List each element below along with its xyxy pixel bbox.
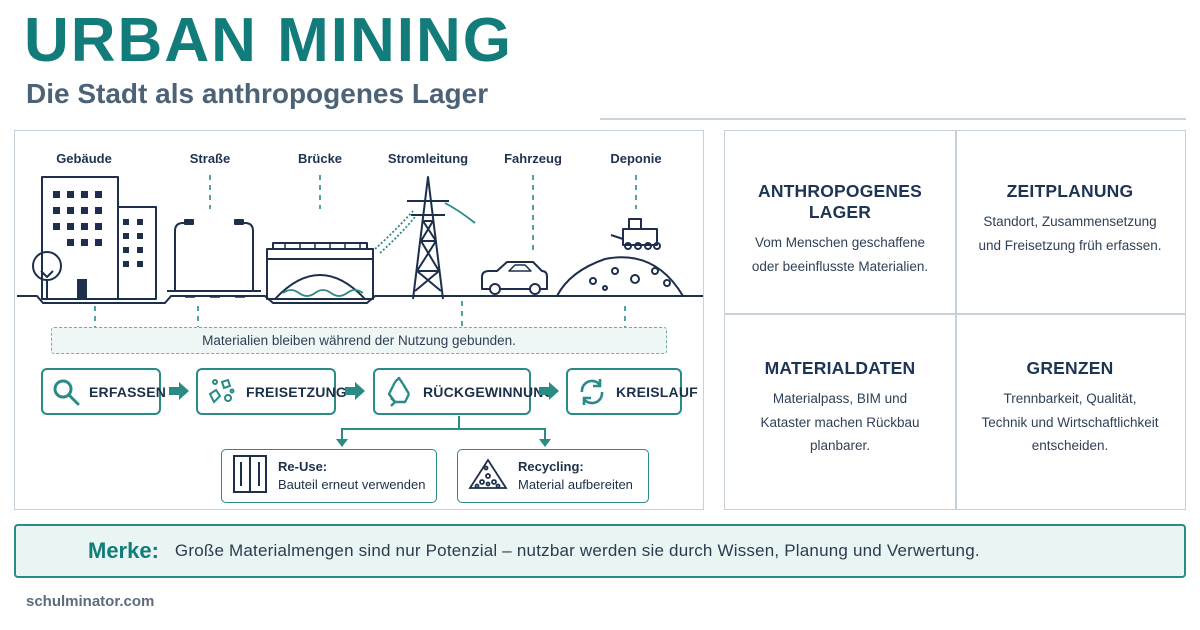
site-label-fahrzeug: Fahrzeug [504, 151, 562, 166]
recycle-icon [383, 376, 415, 408]
merke-text: Große Materialmengen sind nur Potenzial … [174, 541, 980, 560]
arrow-right-icon [345, 382, 365, 400]
city-scene-illustration [17, 175, 703, 327]
step-label: FREISETZUNG [246, 383, 347, 400]
concept-body: Trennbarkeit, Qualität, Technik und Wirt… [981, 391, 1159, 454]
concept-heading: ZEITPLANUNG [1006, 181, 1134, 201]
recycling-title: Recycling: [518, 459, 584, 475]
merke-label: Merke: [88, 538, 159, 563]
site-label-strasse: Straße [189, 151, 231, 166]
concept-heading: ANTHROPOGENES LAGER [757, 181, 922, 222]
site-label-bruecke: Brücke [297, 151, 343, 166]
recycling-pile-icon [468, 456, 508, 497]
step-label: KREISLAUF [616, 383, 698, 400]
outcome-recycling: Recycling: Material aufbereiten [457, 449, 649, 503]
concept-body: Materialpass, BIM und Kataster machen Rü… [760, 391, 920, 454]
step-freisetzung: FREISETZUNG [196, 368, 347, 415]
concept-heading: MATERIALDATEN [764, 358, 916, 378]
street-icon [167, 219, 261, 298]
landfill-icon [556, 218, 684, 297]
car-icon [481, 261, 548, 295]
reuse-title: Re-Use: [278, 459, 328, 475]
concepts-panel: ANTHROPOGENES LAGER Vom Menschen geschaf… [724, 130, 1186, 510]
recycling-text: Material aufbereiten [518, 477, 633, 492]
step-rueckgewinnung: RÜCKGEWINNUNG [373, 368, 555, 415]
step-kreislauf: KREISLAUF [566, 368, 698, 415]
concept-body: Vom Menschen geschaffene oder beeinfluss… [751, 235, 929, 274]
arrow-right-icon [169, 382, 189, 400]
power-pylon-icon [407, 176, 449, 300]
magnifier-icon [51, 376, 81, 408]
arrow-right-icon [539, 382, 559, 400]
grid-divider-vertical [955, 131, 957, 509]
branch-connector [336, 416, 551, 447]
concept-body: Standort, Zusammensetzung und Freisetzun… [978, 214, 1162, 253]
cycle-icon [576, 376, 608, 408]
tree-icon [32, 251, 62, 299]
page-title: URBAN MINING [24, 6, 513, 75]
concept-zeitplanung: ZEITPLANUNG Standort, Zusammensetzung un… [955, 181, 1185, 370]
title-divider [600, 118, 1186, 120]
concept-heading: GRENZEN [1026, 358, 1114, 378]
site-label-deponie: Deponie [610, 151, 662, 166]
step-erfassen: ERFASSEN [41, 368, 166, 415]
outcome-reuse: Re-Use: Bauteil erneut verwenden [221, 449, 437, 503]
page-subtitle: Die Stadt als anthropogenes Lager [26, 78, 489, 109]
site-label-stromleitung: Stromleitung [387, 151, 469, 166]
grid-divider-horizontal [725, 313, 1185, 315]
binding-note: Materialien bleiben während der Nutzung … [51, 327, 667, 354]
concept-grenzen: GRENZEN Trennbarkeit, Qualität, Technik … [955, 358, 1185, 547]
site-label-gebaeude: Gebäude [56, 151, 112, 166]
reuse-door-icon [232, 454, 268, 499]
step-label: ERFASSEN [89, 383, 167, 400]
merke-box: Merke: Große Materialmengen sind nur Pot… [14, 524, 1186, 578]
concept-materialdaten: MATERIALDATEN Materialpass, BIM und Kata… [725, 358, 955, 547]
reuse-text: Bauteil erneut verwenden [278, 477, 426, 492]
debris-icon [206, 376, 238, 408]
urban-mine-panel: Gebäude Straße Brücke Stromleitung Fahrz… [14, 130, 704, 510]
step-label: RÜCKGEWINNUNG [423, 383, 555, 400]
source-credit: schulminator.com [26, 593, 155, 610]
concept-anthropogenes-lager: ANTHROPOGENES LAGER Vom Menschen geschaf… [725, 181, 955, 370]
